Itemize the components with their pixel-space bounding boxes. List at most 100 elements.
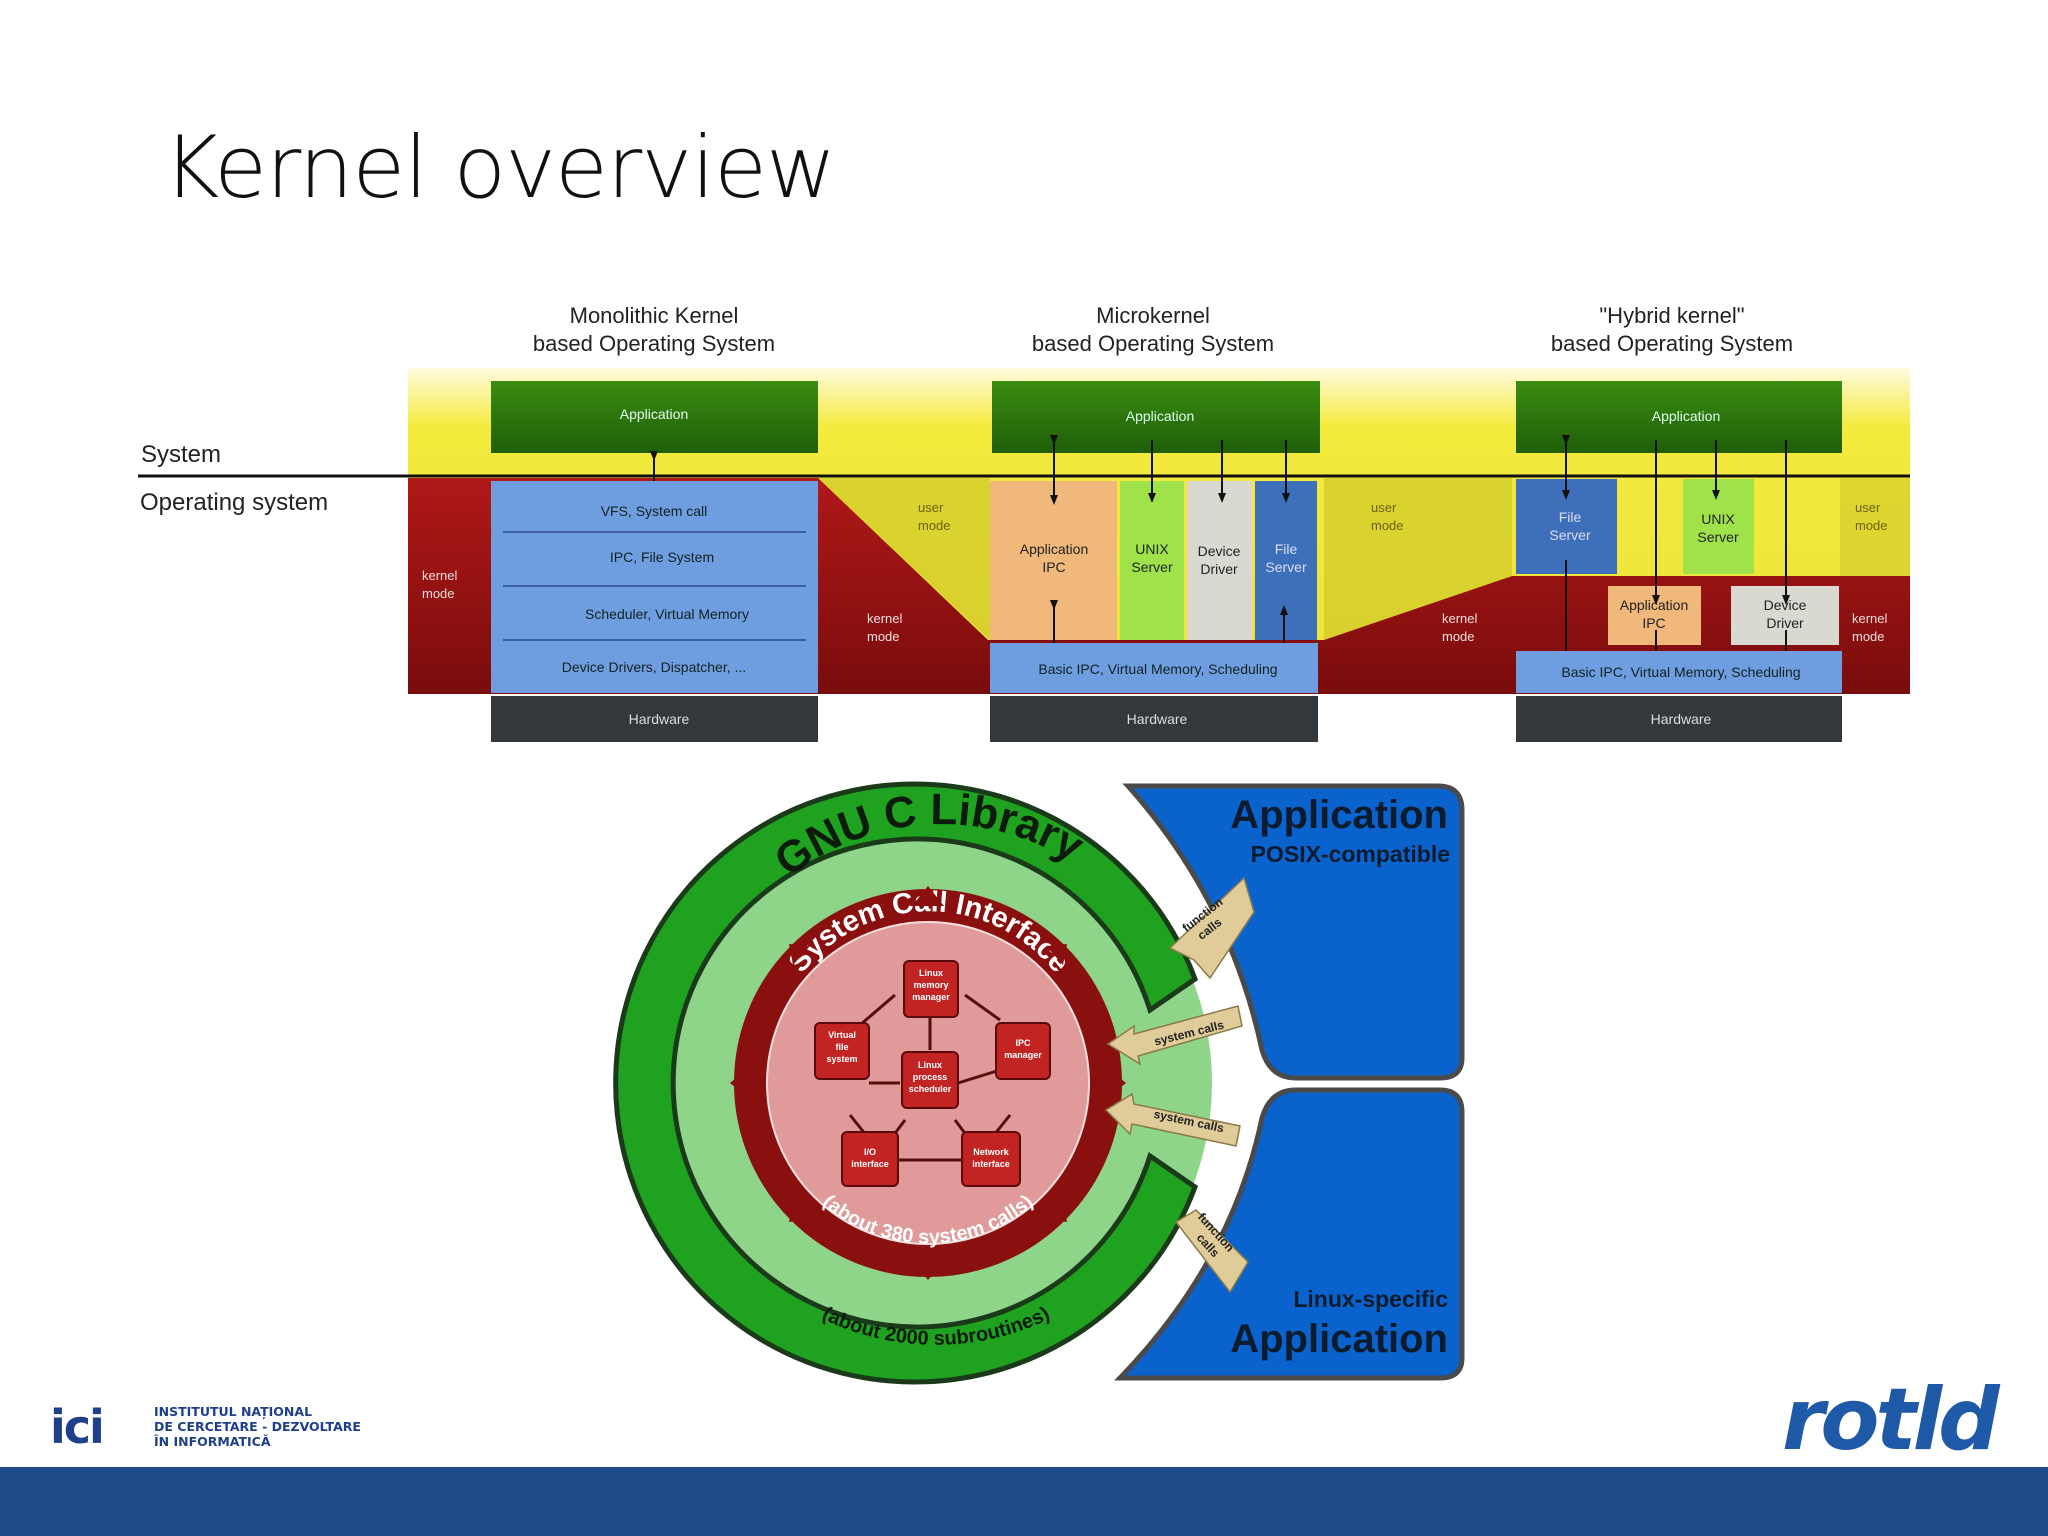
subsystem-io: I/O interface [841, 1131, 899, 1187]
operating-system-label: Operating system [140, 489, 328, 516]
svg-text:interface: interface [972, 1159, 1010, 1169]
hybrid-kernel-mode-1: kernel [1852, 611, 1888, 626]
hybrid-unix-1: UNIX [1701, 511, 1735, 527]
svg-text:memory: memory [913, 980, 948, 990]
micro-unix-1: UNIX [1135, 541, 1169, 557]
monolithic-subtitle: based Operating System [533, 331, 775, 356]
svg-text:file: file [835, 1042, 848, 1052]
hybrid-kernel: "Hybrid kernel" based Operating System A… [1516, 303, 1888, 742]
subsystem-ipc: IPC manager [995, 1022, 1051, 1080]
hybrid-kernel-mode-2: mode [1852, 629, 1885, 644]
app-bottom-title: Application [1230, 1317, 1448, 1361]
micro-base-label: Basic IPC, Virtual Memory, Scheduling [1038, 661, 1277, 677]
hybrid-app-ipc-1: Application [1620, 597, 1689, 613]
monolithic-hardware-label: Hardware [629, 711, 690, 727]
micro-unix-2: Server [1131, 559, 1173, 575]
svg-text:system: system [826, 1054, 857, 1064]
hybrid-app-ipc-2: IPC [1642, 615, 1665, 631]
micro-title: Microkernel [1096, 303, 1210, 328]
posix-application-block [1122, 783, 1465, 1081]
kernel-comparison-diagram: System Operating system Monolithic Kerne… [138, 303, 1910, 742]
hybrid-application-label: Application [1652, 408, 1721, 424]
monolithic-application-label: Application [620, 406, 689, 422]
ici-line-1: INSTITUTUL NAȚIONAL [154, 1404, 313, 1419]
micro-application-label: Application [1126, 408, 1195, 424]
hybrid-fs-1: File [1559, 509, 1582, 525]
ici-line-3: ÎN INFORMATICĂ [154, 1434, 271, 1449]
svg-text:Linux: Linux [919, 968, 943, 978]
hybrid-title: "Hybrid kernel" [1599, 303, 1744, 328]
mid-kernel-mode-2: mode [867, 629, 900, 644]
micro-driver-1: Device [1198, 543, 1241, 559]
micro-application [992, 381, 1320, 453]
layer-drivers: Device Drivers, Dispatcher, ... [562, 659, 746, 675]
monolithic-kernel-mode-1: kernel [422, 568, 458, 583]
subsystem-network: Network interface [961, 1131, 1021, 1187]
linux-application-block [1114, 1087, 1465, 1381]
app-top-title: Application [1230, 793, 1448, 837]
svg-text:Virtual: Virtual [828, 1030, 856, 1040]
hybrid-fs-2: Server [1549, 527, 1591, 543]
system-label: System [141, 441, 221, 468]
svg-text:interface: interface [851, 1159, 889, 1169]
hybrid-driver-2: Driver [1766, 615, 1804, 631]
monolithic-application [491, 381, 818, 453]
monolithic-title: Monolithic Kernel [570, 303, 739, 328]
micro-kernel-mode-2: mode [1442, 629, 1475, 644]
hybrid-subtitle: based Operating System [1551, 331, 1793, 356]
layer-scheduler: Scheduler, Virtual Memory [585, 606, 749, 622]
app-top-sub: POSIX-compatible [1251, 841, 1450, 867]
monolithic-kernel: Monolithic Kernel based Operating System… [422, 303, 818, 742]
hybrid-driver-1: Device [1764, 597, 1807, 613]
svg-text:I/O: I/O [864, 1147, 876, 1157]
svg-text:manager: manager [912, 992, 950, 1002]
ici-line-2: DE CERCETARE - DEZVOLTARE [154, 1419, 361, 1434]
micro-hardware [990, 696, 1318, 742]
hybrid-user-mode-1: user [1855, 500, 1881, 515]
hybrid-hardware-label: Hardware [1651, 711, 1712, 727]
subsystem-scheduler: Linux process scheduler [901, 1051, 959, 1109]
ici-logo-text: INSTITUTUL NAȚIONAL DE CERCETARE - DEZVO… [154, 1404, 361, 1449]
subsystem-memory: Linux memory manager [903, 960, 959, 1018]
ici-logo-mark: ici [50, 1400, 105, 1454]
micro-subtitle: based Operating System [1032, 331, 1274, 356]
mid-user-mode-1: user [918, 500, 944, 515]
micro-driver-2: Driver [1200, 561, 1238, 577]
hybrid-unix-2: Server [1697, 529, 1739, 545]
monolithic-kernel-mode-2: mode [422, 586, 455, 601]
svg-text:Network: Network [973, 1147, 1010, 1157]
mid-user-mode-2: mode [918, 518, 951, 533]
micro-app-ipc-2: IPC [1042, 559, 1065, 575]
hybrid-hardware [1516, 696, 1842, 742]
rotld-logo-text: rotld [1782, 1370, 2000, 1470]
hybrid-application [1516, 381, 1842, 453]
hybrid-user-mode-2: mode [1855, 518, 1888, 533]
svg-text:IPC: IPC [1015, 1038, 1031, 1048]
microkernel: Microkernel based Operating System Appli… [990, 303, 1478, 742]
subsystem-links [848, 993, 1012, 1162]
svg-text:process: process [913, 1072, 948, 1082]
svg-text:Linux: Linux [918, 1060, 942, 1070]
layer-ipc-fs: IPC, File System [610, 549, 714, 565]
micro-base [990, 643, 1318, 693]
micro-user-mode-2: mode [1371, 518, 1404, 533]
slide-title: Kernel overview [163, 118, 836, 218]
micro-fs-2: Server [1265, 559, 1307, 575]
footer-bar [0, 1467, 2048, 1536]
micro-fs-1: File [1275, 541, 1298, 557]
micro-user-mode-1: user [1371, 500, 1397, 515]
linux-syscall-diagram: Application POSIX-compatible Linux-speci… [613, 781, 1465, 1385]
mid-kernel-mode-1: kernel [867, 611, 903, 626]
micro-app-ipc-1: Application [1020, 541, 1089, 557]
micro-hardware-label: Hardware [1127, 711, 1188, 727]
svg-text:manager: manager [1004, 1050, 1042, 1060]
monolithic-hardware [491, 696, 818, 742]
app-bottom-sub: Linux-specific [1293, 1286, 1448, 1312]
hybrid-base-label: Basic IPC, Virtual Memory, Scheduling [1561, 664, 1800, 680]
rotld-logo: rotld [1782, 1370, 2000, 1470]
micro-kernel-mode-1: kernel [1442, 611, 1478, 626]
svg-text:scheduler: scheduler [909, 1084, 952, 1094]
hybrid-base [1516, 651, 1842, 693]
subsystem-vfs: Virtual file system [814, 1022, 870, 1080]
